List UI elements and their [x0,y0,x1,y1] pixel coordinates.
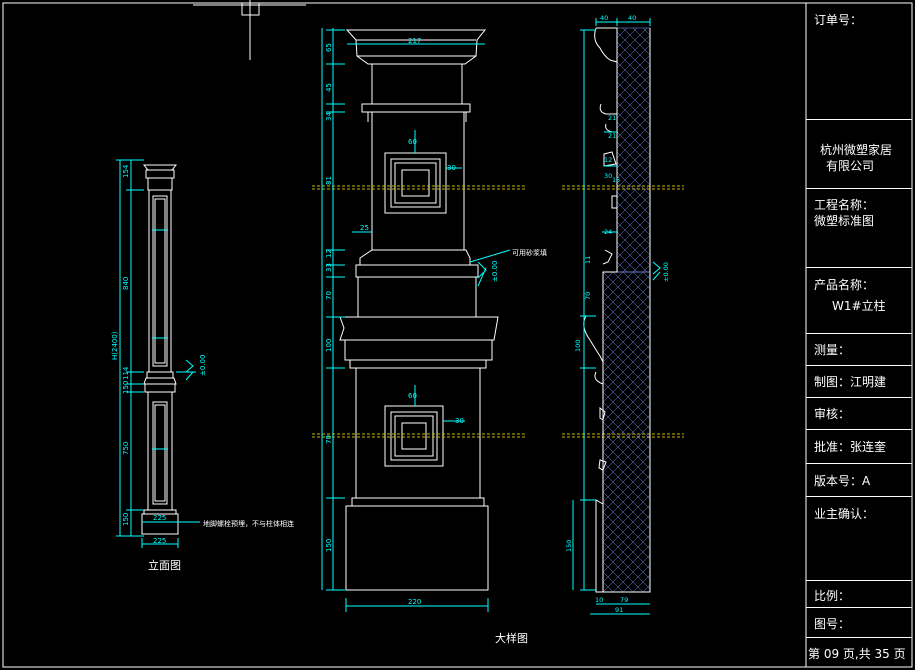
title-block: 订单号： 杭州微塑家居 有限公司 工程名称： 微塑标准图 产品名称： W1#立柱… [806,3,912,667]
project-value: 微塑标准图 [814,214,875,228]
company-name-line1: 杭州微塑家居 [820,143,893,157]
detail-dim-v10: 150 [325,539,333,552]
detail-dim-p3: 25 [360,224,369,232]
elev-dim-150a: 150 [122,381,130,394]
profile-dim-s2: 21 [608,132,616,140]
product-cell: 产品名称： W1#立柱 [806,267,912,333]
detail-dim-v7: 70 [325,291,333,300]
product-value: W1#立柱 [832,299,886,313]
scale-cell: 比例： [806,580,912,607]
detail-dim-v9: 70 [325,435,333,444]
profile-dim-b2: 79 [620,596,628,604]
elev-dim-154: 154 [122,164,130,178]
detail-dim-p2: 30 [447,164,456,172]
project-label: 工程名称： [814,198,875,212]
profile-dim-b1: 10 [595,596,603,604]
survey-cell: 测量： [806,333,912,365]
owner-cell: 业主确认： [806,496,912,580]
review-label: 审核： [814,407,851,421]
profile-dim-s9: 100 [574,340,582,352]
elev-dim-width2: 225 [153,537,166,545]
profile-dim-b3: 91 [615,606,623,614]
detail-caption: 大样图 [495,632,528,645]
drawing-number-cell: 图号： [806,607,912,637]
elev-dim-750: 750 [122,442,130,455]
detail-dim-v4: 81 [325,176,333,185]
approve-cell: 批准：张连奎 [806,429,912,463]
detail-dimensions [321,28,511,612]
page-cell: 第 09 页,共 35 页 [806,637,912,667]
survey-label: 测量： [814,343,851,357]
detail-base-width: 220 [408,598,421,606]
scale-label: 比例： [814,589,851,603]
elev-dim-total: H(2400) [111,331,119,360]
profile-dim-t2: 40 [628,14,636,22]
detail-dim-p1: 60 [408,138,417,146]
elevation-caption: 立面图 [148,559,181,572]
elevation-view [141,164,179,535]
detail-grout-note: 可用砂浆填 [512,248,547,257]
order-number-cell: 订单号： [806,3,912,119]
approved-by: 批准：张连奎 [814,440,887,454]
profile-dim-s5: 24 [604,228,612,236]
company-name-line2: 有限公司 [826,159,875,173]
detail-dim-v8: 100 [325,339,333,352]
elev-dim-150b: 150 [122,513,130,526]
elev-dim-840: 840 [122,277,130,290]
profile-hatch-lines [602,27,651,593]
elevation-dimensions [116,159,200,548]
detail-dim-v2: 45 [325,83,333,92]
profile-dim-s3: 12 [604,156,612,164]
profile-dim-s6: 15 [612,176,620,184]
detail-dim-v6: 33 [325,263,333,272]
profile-outline [583,27,651,593]
company-cell: 杭州微塑家居 有限公司 [806,119,912,188]
detail-dim-v5: 12 [325,249,333,258]
detail-dim-p5: 30 [455,417,464,425]
profile-level: ±0.00 [662,262,670,282]
drawn-by: 制图：江明建 [814,375,887,389]
owner-confirm-label: 业主确认： [814,507,875,521]
detail-dim-v1: 65 [325,43,333,52]
profile-dimensions [572,18,661,615]
order-number-label: 订单号： [814,13,863,27]
detail-view [339,29,499,591]
elev-level: ±0.00 [199,355,207,376]
top-center-mark [193,0,306,60]
profile-dim-text: 40 40 10 79 91 21 21 12 30 24 15 11 70 1… [565,14,670,614]
profile-dim-s4: 30 [604,172,612,180]
detail-level: ±0.00 [491,261,499,282]
version-cell: 版本号：A [806,463,912,496]
drawing-number-label: 图号： [814,617,851,631]
product-label: 产品名称： [814,278,875,292]
detail-dim-text: 217 220 65 45 34 81 12 33 70 100 70 150 … [325,37,499,606]
detail-top-width: 217 [408,37,421,45]
elev-footing-note: 地脚螺栓预埋，不与柱体相连 [203,519,294,528]
elevation-dim-text: 154 840 H(2400) 114 150 750 150 225 225 … [111,164,207,545]
elev-dim-114: 114 [122,366,130,380]
profile-dim-s1: 21 [608,114,616,122]
project-cell: 工程名称： 微塑标准图 [806,188,912,267]
detail-dim-v3: 34 [325,112,333,121]
elev-dim-width1: 225 [153,514,166,522]
profile-dim-s7: 11 [584,256,592,264]
review-cell: 审核： [806,397,912,429]
profile-dim-t1: 40 [600,14,608,22]
detail-dim-p4: 60 [408,392,417,400]
profile-dim-s8: 70 [584,292,592,300]
profile-hatch [602,27,651,593]
page-indicator: 第 09 页,共 35 页 [808,647,906,661]
profile-dim-s10: 150 [565,540,573,552]
version-label: 版本号：A [814,474,871,488]
center-lines [312,185,684,438]
drawn-cell: 制图：江明建 [806,365,912,397]
